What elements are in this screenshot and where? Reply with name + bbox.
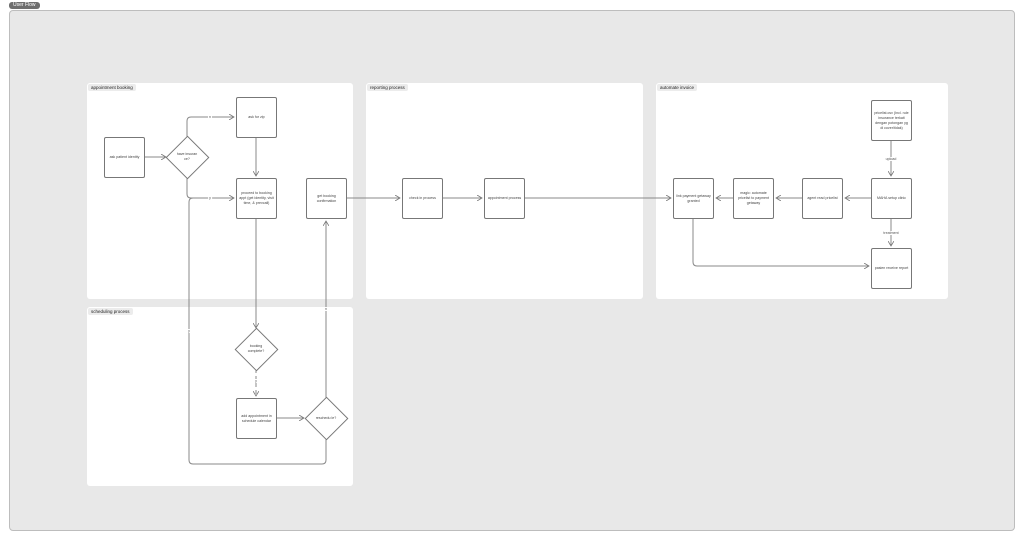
edge-label: n: [208, 115, 212, 119]
node-proceed-booking[interactable]: proceed to booking appt (get identity, v…: [236, 178, 277, 219]
edge: [186, 117, 234, 137]
decision-label: reschedu le?: [315, 415, 337, 420]
node-check-in-process[interactable]: check in process: [402, 178, 443, 219]
edge-label: treatment: [882, 231, 900, 235]
loop-edge: [188, 197, 327, 465]
decision-label: have insuran ce?: [176, 152, 198, 161]
edge-label: y: [208, 196, 212, 200]
decision-booking-complete[interactable]: booking complete?: [235, 328, 277, 370]
node-magic-automate[interactable]: magic: automate pricelist to payment get…: [733, 178, 774, 219]
edge-label: upload: [884, 157, 898, 161]
decision-have-insurance[interactable]: have insuran ce?: [166, 136, 208, 178]
node-patient-receive-report[interactable]: pasien receive report: [871, 248, 912, 289]
frame-title[interactable]: User Flow: [9, 2, 40, 9]
node-get-booking-confirmation[interactable]: get booking confirmation: [306, 178, 347, 219]
node-maha-setup-clinic[interactable]: MAHA setup clinic: [871, 178, 912, 219]
decision-label: booking complete?: [247, 344, 265, 353]
panel-label: appointment booking: [88, 84, 136, 91]
node-link-payment[interactable]: link payment getaway granted: [673, 178, 714, 219]
edge-label: y: [187, 329, 191, 333]
edge-label: n: [324, 307, 328, 311]
node-add-appointment[interactable]: add appointment in schedule calendar: [236, 398, 277, 439]
panel-label: automate invoice: [657, 84, 698, 91]
node-appointment-process[interactable]: appointment process: [484, 178, 525, 219]
node-ask-patient-identity[interactable]: ask patient identity: [104, 137, 145, 178]
edge-label: y: [254, 379, 258, 383]
node-pricelist-csv[interactable]: pricelist.csv (Incl. rule insurance terk…: [871, 100, 912, 141]
panel-label: scheduling process: [88, 308, 133, 315]
panel-label: reporting process: [367, 84, 408, 91]
edge: [186, 177, 234, 198]
node-ask-for-zip[interactable]: ask for zip: [236, 97, 277, 138]
node-agent-read-pricelist[interactable]: agent read pricelist: [802, 178, 843, 219]
decision-reschedule[interactable]: reschedu le?: [305, 397, 347, 439]
edge: [692, 219, 869, 266]
